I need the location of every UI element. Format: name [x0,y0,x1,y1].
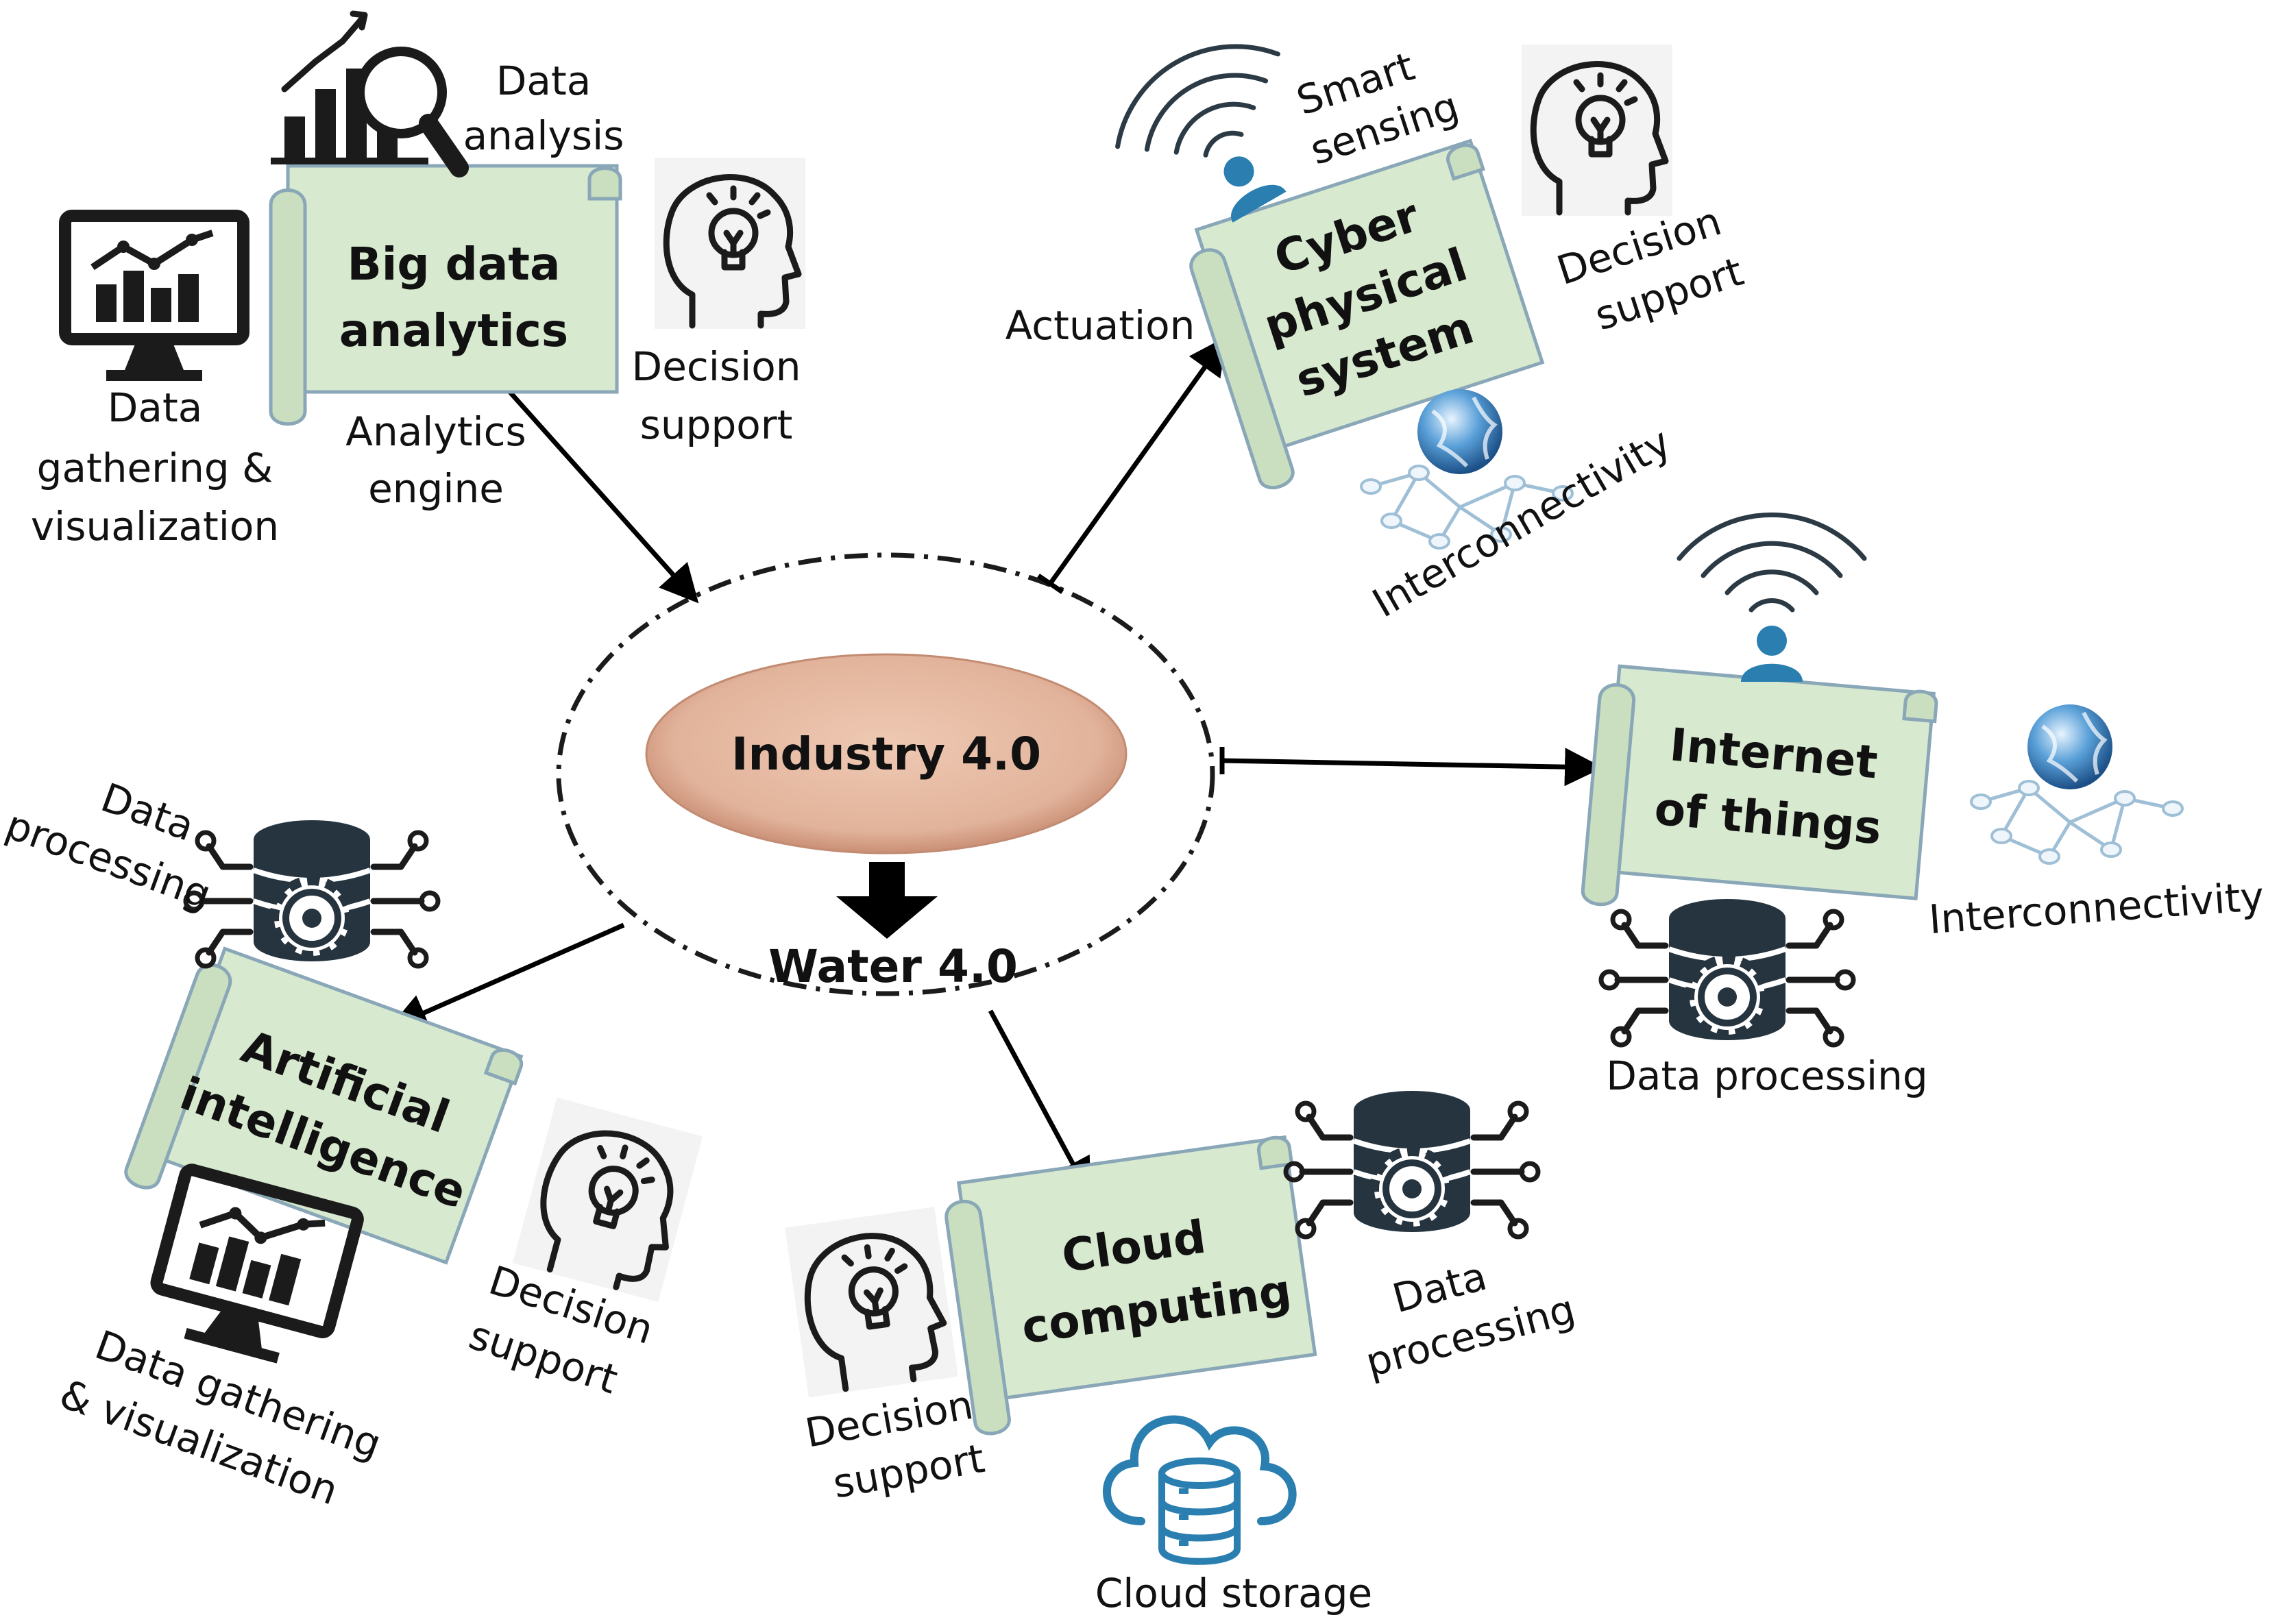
scroll-cloud: Cloud computing [944,1135,1317,1436]
cloud-storage-label: Cloud storage [1095,1570,1372,1616]
head-lightbulb-icon [1522,45,1672,216]
scroll-iot: Internet of things [1581,664,1938,907]
database-gear-icon [1601,899,1853,1045]
arrow-core-to-ai [389,922,625,1031]
scroll-cps: Cyber physical system [1189,138,1545,489]
big-data-analysis-label-line2: analysis [463,112,624,159]
scroll-big-data [269,164,622,426]
big-data-decision-label-line2: support [640,402,793,448]
big-data-title-line1: Big data [347,238,560,291]
industry-core-label: Industry 4.0 [731,728,1041,780]
big-data-decision-label-line1: Decision [632,343,801,390]
big-data-engine-label-line2: engine [368,465,504,512]
arrow-bigdata-to-core [507,389,699,604]
globe-network-icon [1971,704,2182,863]
database-gear-icon [186,820,438,966]
node-big-data-analytics: Big data analytics Data analysis Data ga… [31,10,805,550]
iot-processing-label: Data processing [1606,1053,1928,1099]
bar-chart-magnifier-icon [271,10,469,177]
big-data-gathering-label-line2: gathering & [37,445,273,491]
core-boundary-ring [556,552,1215,996]
node-cloud-computing: Cloud computing Data processing Decision… [785,1091,1580,1616]
cps-actuation-label: Actuation [1006,302,1195,349]
big-data-title-line2: analytics [339,304,568,357]
big-data-engine-label-line1: Analytics [345,408,526,455]
head-lightbulb-icon [655,158,805,329]
water-label: Water 4.0 [768,940,1018,993]
head-lightbulb-icon [785,1207,958,1397]
big-data-analysis-label-line1: Data [496,58,592,104]
arrow-core-to-iot [1221,748,1603,787]
iot-interconnectivity-label: Interconnectivity [1927,873,2265,943]
node-artificial-intelligence: Artificial intelligence Data processing … [0,774,703,1514]
arrow-core-tick-cps [1037,574,1064,594]
cps-interconnectivity-label: Interconnectivity [1365,419,1679,627]
big-data-gathering-label-line1: Data [108,384,203,431]
monitor-chart-icon [65,216,243,381]
arrow-core-to-cloud [988,1009,1091,1198]
cloud-database-icon [1102,1415,1297,1565]
node-internet-of-things: Internet of things Interconnectivity Dat… [1581,515,2265,1099]
industry-core-ellipse [645,653,1128,854]
database-gear-icon [1286,1091,1538,1237]
down-arrow-icon [836,862,938,939]
big-data-gathering-label-line3: visualization [31,503,279,550]
node-cyber-physical-system: Cyber physical system Smart sensing Deci… [1006,16,1748,627]
arrow-core-to-cps [1048,336,1228,586]
wifi-signal-person-icon [1679,515,1864,682]
